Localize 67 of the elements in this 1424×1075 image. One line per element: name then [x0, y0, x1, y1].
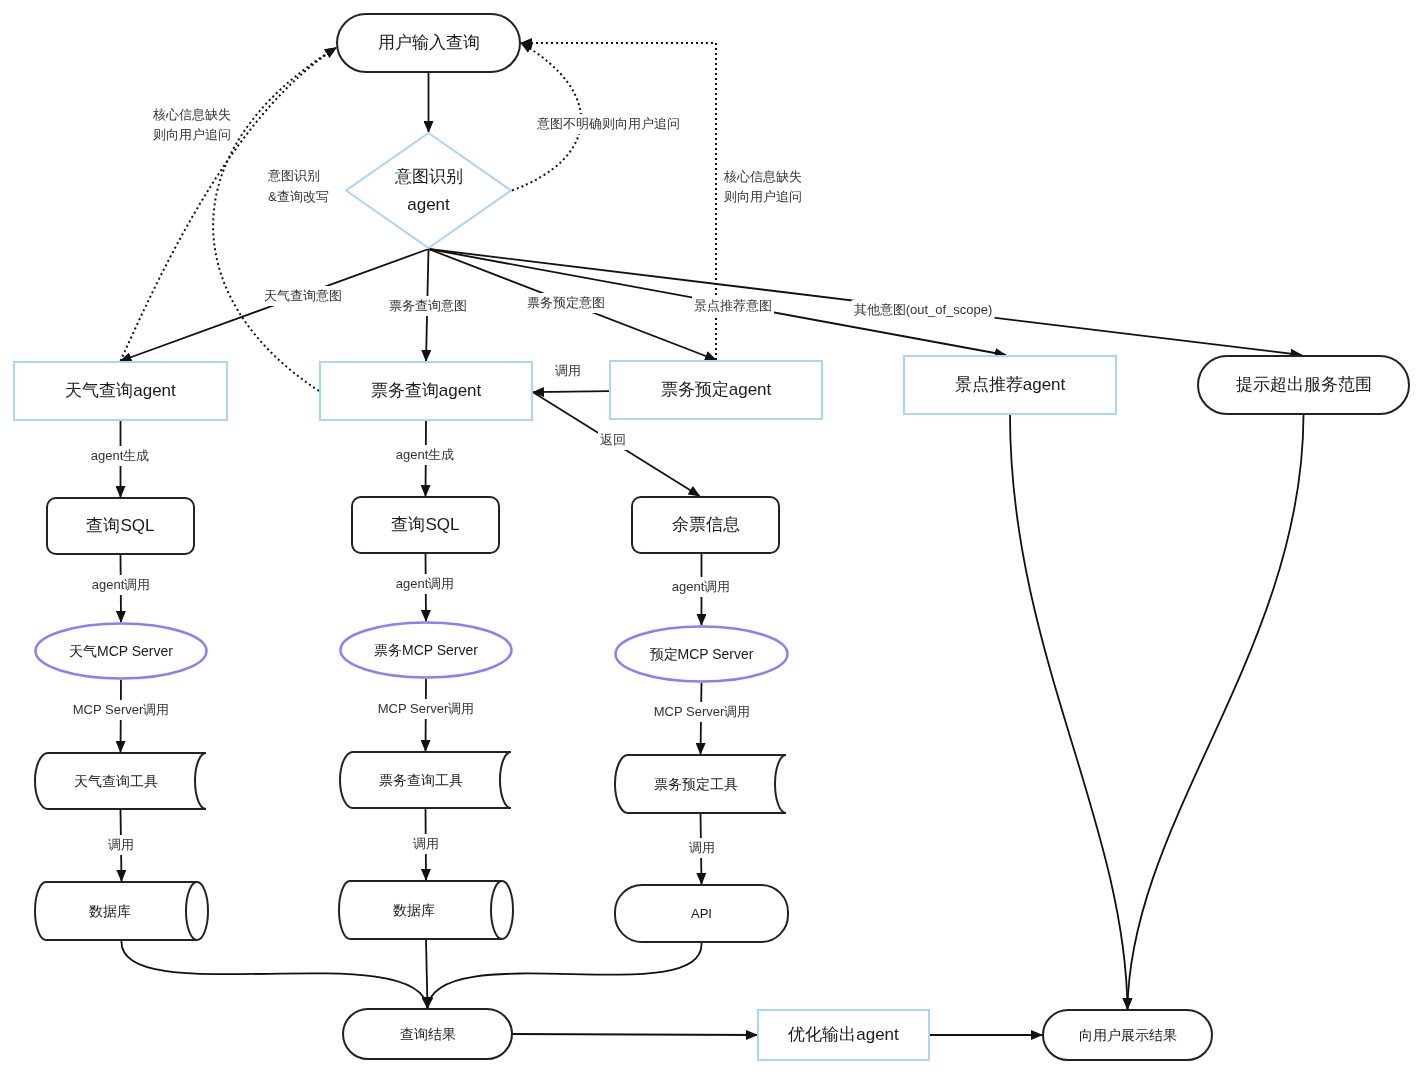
node-label: API [691, 904, 712, 923]
node-label: 查询结果 [399, 1025, 456, 1044]
server-ellipse [614, 625, 789, 683]
arrow [1123, 414, 1305, 1010]
agent-box [903, 355, 1117, 415]
node-label: 查询SQL [391, 514, 460, 536]
terminal-node [342, 1008, 513, 1060]
node-label: 意图识别 agent [393, 165, 464, 216]
dotted-arrow [520, 38, 717, 361]
node-label: 票务查询工具 [378, 771, 463, 790]
edge-label: 票务查询意图 [387, 296, 469, 316]
edge-label: 调用 [687, 838, 717, 858]
database-cylinder [338, 880, 514, 940]
dotted-arrow [511, 42, 582, 192]
edge-label: 其他意图(out_of_scope) [851, 300, 995, 320]
edge-label: 调用 [106, 835, 136, 855]
node-label: 票务预定agent [660, 379, 772, 401]
node-label: 向用户展示结果 [1078, 1026, 1177, 1045]
arrow [426, 942, 703, 1009]
edge-label: 票务预定意图 [525, 293, 607, 313]
node-label: 优化输出agent [788, 1024, 899, 1046]
process-box [351, 496, 500, 554]
agent-box [757, 1009, 930, 1061]
stored-data-shape [339, 751, 512, 809]
node-label: 票务MCP Server [374, 641, 478, 660]
node-label: 查询SQL [86, 515, 155, 537]
node-label: 景点推荐agent [954, 374, 1066, 396]
edge-label: 调用 [411, 834, 441, 854]
node-label: 天气查询agent [65, 380, 176, 402]
terminal-node [336, 13, 521, 73]
node-label: 票务预定工具 [653, 775, 738, 794]
edge-label: 景点推荐意图 [692, 296, 774, 316]
agent-box [319, 361, 533, 421]
agent-box [13, 361, 228, 421]
node-label: 票务查询agent [370, 380, 482, 402]
node-label: 天气MCP Server [69, 642, 173, 661]
edge-label: agent生成 [393, 445, 457, 465]
arrow [929, 1030, 1043, 1040]
decision-diamond [345, 132, 512, 249]
arrow [512, 1029, 758, 1040]
server-ellipse [34, 622, 208, 680]
edge-label: 天气查询意图 [262, 286, 344, 306]
stored-data-shape [34, 752, 207, 810]
dotted-arrow [212, 46, 337, 392]
server-ellipse [339, 621, 513, 679]
api-node [614, 884, 789, 943]
node-label: 数据库 [393, 901, 435, 920]
terminal-node [1042, 1009, 1213, 1061]
arrow [423, 72, 434, 133]
edge-label: 意图不明确则向用户追问 [534, 114, 682, 134]
edge-label: 返回 [598, 430, 628, 450]
agent-box [609, 360, 823, 420]
node-note: 意图识别 &查询改写 [268, 167, 330, 206]
arrow [120, 940, 429, 1009]
process-box [631, 496, 780, 554]
database-cylinder [34, 881, 209, 941]
node-label: 余票信息 [671, 514, 740, 536]
node-label: 预定MCP Server [649, 645, 754, 664]
edge-label: agent生成 [88, 446, 152, 466]
node-label: 数据库 [88, 902, 131, 921]
node-label: 提示超出服务范围 [1235, 374, 1372, 396]
terminal-node [1197, 355, 1410, 415]
node-label: 用户输入查询 [377, 32, 480, 54]
arrow [532, 387, 610, 398]
process-box [46, 497, 195, 555]
stored-data-shape [614, 754, 787, 814]
node-label: 天气查询工具 [73, 772, 158, 791]
